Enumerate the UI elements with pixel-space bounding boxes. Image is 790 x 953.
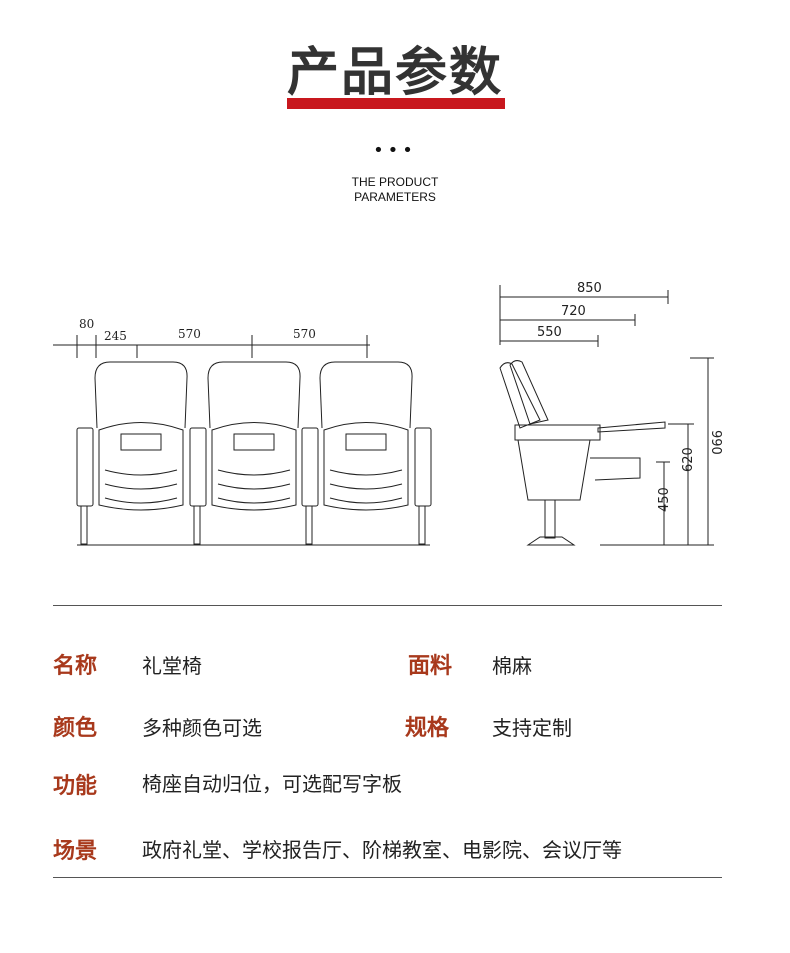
ventilation-grille [233, 433, 275, 451]
english-subtitle: THE PRODUCT PARAMETERS [0, 175, 790, 205]
spec-value-size: 支持定制 [492, 716, 572, 740]
chair-backrest [94, 361, 188, 429]
spec-value-scene: 政府礼堂、学校报告厅、阶梯教室、电影院、会议厅等 [142, 838, 622, 862]
spec-label-size: 规格 [405, 716, 450, 741]
chair-leg [418, 505, 426, 545]
chair-seat-back-panel [98, 422, 184, 511]
dim-245: 245 [104, 329, 127, 343]
spec-label-fabric: 面料 [408, 654, 453, 679]
chair-leg [193, 505, 201, 545]
chair-leg [305, 505, 313, 545]
armrest [414, 427, 432, 507]
ventilation-grille [120, 433, 162, 451]
seat-contour-line [104, 497, 178, 504]
dots-divider: ••• [373, 140, 417, 161]
seat-contour-line [217, 483, 291, 490]
side-view-chair [499, 360, 666, 546]
dim-570-a: 570 [178, 327, 201, 341]
seat-contour-line [217, 469, 291, 476]
seat-contour-line [329, 469, 403, 476]
subtitle-line-2: PARAMETERS [354, 190, 436, 204]
spec-value-fabric: 棉麻 [492, 654, 532, 678]
chair-leg [80, 505, 88, 545]
spec-label-function: 功能 [53, 774, 98, 799]
dim-850: 850 [577, 281, 602, 296]
chair-dimension-diagram: 80 245 570 570 [53, 281, 723, 546]
spec-label-color: 颜色 [53, 716, 98, 741]
chair-seat-back-panel [211, 422, 297, 511]
armrest [76, 427, 94, 507]
title-underline [287, 98, 505, 109]
spec-label-name: 名称 [53, 654, 98, 679]
dim-620: 620 [681, 447, 696, 472]
seat-contour-line [329, 483, 403, 490]
subtitle-line-1: THE PRODUCT [351, 175, 439, 189]
armrest [301, 427, 319, 507]
dim-720: 720 [561, 304, 586, 319]
seat-contour-line [104, 483, 178, 490]
bottom-divider [53, 877, 722, 878]
top-divider [53, 605, 722, 606]
dim-990: 990 [708, 430, 723, 455]
dim-450: 450 [657, 487, 672, 512]
chair-seat-back-panel [323, 422, 409, 511]
dim-80: 80 [79, 317, 94, 331]
seat-contour-line [329, 497, 403, 504]
dim-570-b: 570 [293, 327, 316, 341]
ventilation-grille [345, 433, 387, 451]
spec-value-name: 礼堂椅 [142, 654, 202, 678]
spec-value-function: 椅座自动归位，可选配写字板 [142, 772, 402, 796]
dim-550: 550 [537, 325, 562, 340]
seat-contour-line [217, 497, 291, 504]
front-dimension-lines [53, 335, 370, 358]
chair-backrest [319, 361, 413, 429]
side-dimension-lines [499, 285, 714, 546]
seat-contour-line [104, 469, 178, 476]
armrest [189, 427, 207, 507]
spec-value-color: 多种颜色可选 [142, 716, 262, 740]
chair-backrest [207, 361, 301, 429]
front-view-chairs [76, 361, 432, 545]
spec-label-scene: 场景 [53, 839, 98, 864]
page-title: 产品参数 [286, 43, 503, 103]
